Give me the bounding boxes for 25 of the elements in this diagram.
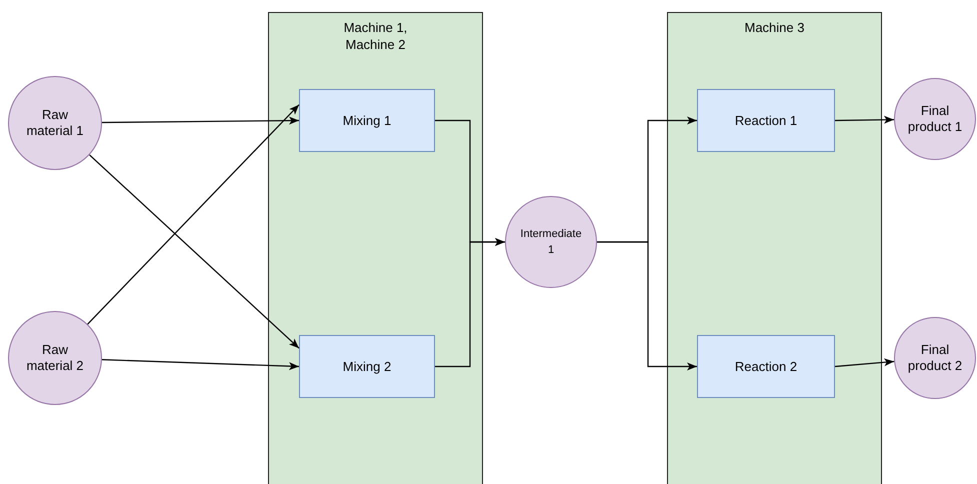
node-label: Intermediate 1 — [520, 227, 582, 258]
arrow — [87, 104, 300, 325]
node-label: Final product 2 — [906, 342, 964, 374]
process-box — [299, 335, 435, 398]
arrow — [102, 359, 300, 370]
lane-title: Machine 1, Machine 2 — [342, 19, 408, 53]
node-label: Final product 1 — [906, 103, 964, 135]
arrow — [102, 116, 299, 125]
machine-lane — [268, 12, 483, 484]
arrow — [597, 241, 697, 370]
arrow — [835, 116, 894, 124]
arrow — [834, 358, 894, 368]
node-label: Reaction 2 — [734, 359, 798, 374]
process-box — [299, 89, 435, 152]
lane-title: Machine 3 — [744, 19, 806, 36]
node-label: Mixing 1 — [342, 113, 392, 128]
machine-lane — [667, 12, 882, 484]
node-label: Raw material 1 — [25, 107, 85, 139]
node-label: Mixing 2 — [342, 359, 392, 374]
arrow — [435, 238, 505, 368]
node-label: Raw material 2 — [25, 342, 85, 374]
arrow — [89, 154, 300, 349]
process-box — [697, 335, 835, 398]
process-box — [697, 89, 835, 152]
node-label: Reaction 1 — [734, 113, 798, 128]
